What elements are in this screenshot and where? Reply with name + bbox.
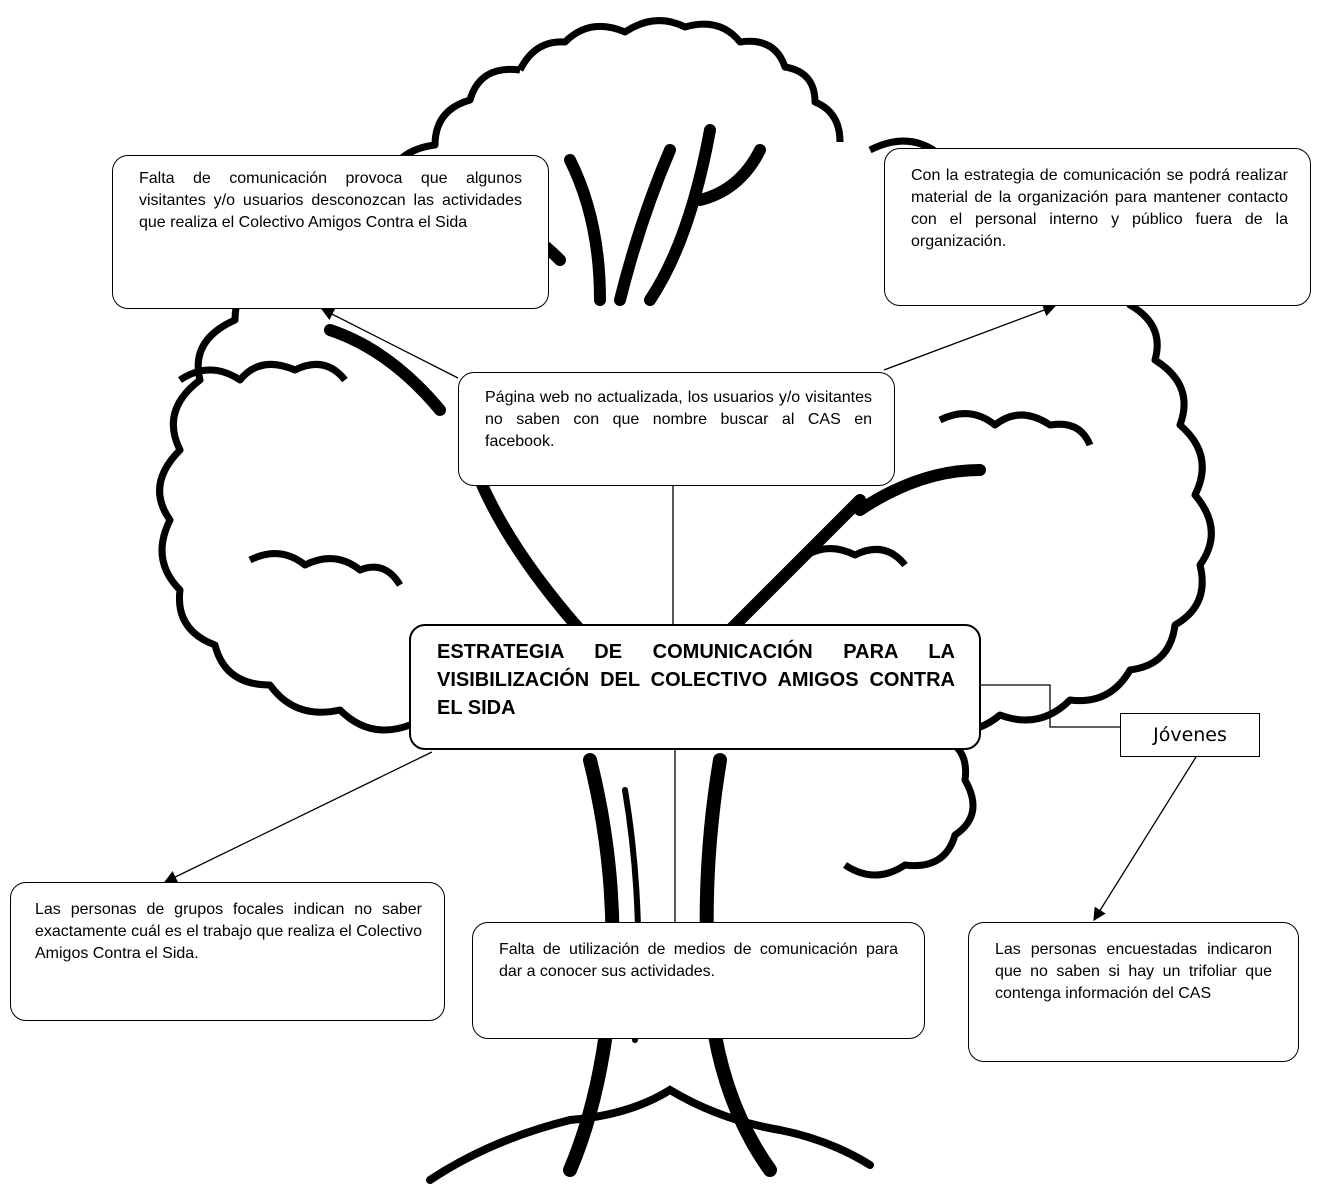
problem-text-top-left: Falta de comunicación provoca que alguno… [139,170,522,231]
link-jovenes-to-bottom-right [1093,756,1197,922]
jovenes-box: Jóvenes [1120,713,1260,757]
problem-box-center-top: Página web no actualizada, los usuarios … [458,372,895,486]
main-strategy-title: ESTRATEGIA DE COMUNICACIÓN PARA LA VISIB… [437,641,955,719]
link-main-to-bottom-left [163,751,433,883]
problem-text-center-top: Página web no actualizada, los usuarios … [485,389,872,450]
finding-box-bottom-left: Las personas de grupos focales indican n… [10,882,445,1021]
solution-text-top-right: Con la estrategia de comunicación se pod… [911,167,1288,250]
main-strategy-box: ESTRATEGIA DE COMUNICACIÓN PARA LA VISIB… [409,624,981,750]
problem-box-bottom-center: Falta de utilización de medios de comuni… [472,922,925,1039]
link-center-top-to-top-right [883,304,1057,371]
solution-box-top-right: Con la estrategia de comunicación se pod… [884,148,1311,306]
link-center-top-to-top-left [320,308,459,379]
problem-box-top-left: Falta de comunicación provoca que alguno… [112,155,549,309]
problem-text-bottom-center: Falta de utilización de medios de comuni… [499,941,898,980]
finding-text-bottom-left: Las personas de grupos focales indican n… [35,901,422,962]
finding-text-bottom-right: Las personas encuestadas indicaron que n… [995,941,1272,1002]
finding-box-bottom-right: Las personas encuestadas indicaron que n… [968,922,1299,1062]
jovenes-label: Jóvenes [1153,724,1227,746]
tree-branches [324,124,986,636]
link-main-to-jovenes [981,684,1120,728]
